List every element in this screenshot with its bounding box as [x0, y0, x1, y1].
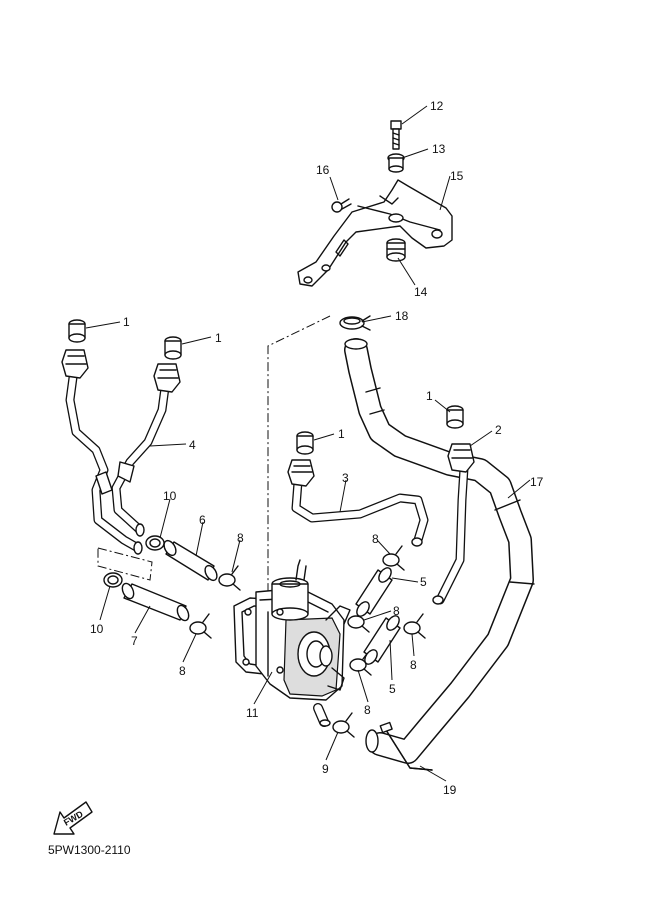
- pipe-fitting-mid: [153, 363, 181, 393]
- callout-11: 11: [246, 706, 259, 720]
- part-2-pipe: [432, 443, 475, 605]
- callout-leaders: [85, 105, 531, 782]
- part-7-hose: [121, 582, 190, 622]
- diagram-code: 5PW1300-2110: [48, 843, 131, 857]
- callout-17: 17: [530, 475, 544, 489]
- part-10-clamp-lower: [103, 572, 123, 588]
- callout-10-b: 10: [90, 622, 104, 636]
- callout-2: 2: [495, 423, 502, 437]
- callout-9: 9: [322, 762, 329, 776]
- part-13-washer: [387, 153, 405, 173]
- part-14-grommet: [386, 238, 406, 262]
- part-6-hose: [163, 539, 218, 582]
- callout-8-f: 8: [364, 703, 371, 717]
- assembly-reference-lines: [97, 315, 331, 620]
- callout-4: 4: [189, 438, 196, 452]
- part-9-clip: [332, 712, 355, 738]
- pipe-fitting-left: [61, 349, 89, 379]
- part-12-bolt: [390, 120, 402, 150]
- callout-labels: 12 13 16 15 14 18 1 1 1 1 2 4 3 17 10 6 …: [90, 99, 544, 797]
- part-5-hose-lower: [363, 615, 401, 665]
- callout-8-c: 8: [393, 604, 400, 618]
- part-11-air-cut-valve: [233, 559, 351, 727]
- callout-19: 19: [443, 783, 457, 797]
- callout-18: 18: [395, 309, 409, 323]
- part-15-bracket: [297, 179, 453, 287]
- part-18-clip: [339, 315, 371, 331]
- callout-5-b: 5: [389, 682, 396, 696]
- callout-7: 7: [131, 634, 138, 648]
- part-16-screw: [331, 198, 352, 213]
- callout-10-a: 10: [163, 489, 177, 503]
- part-8-clip-b: [382, 545, 405, 571]
- part-1-cap-b: [164, 336, 182, 360]
- callout-13: 13: [432, 142, 446, 156]
- part-1-cap-a: [68, 319, 86, 343]
- callout-8-e: 8: [410, 658, 417, 672]
- callout-14: 14: [414, 285, 428, 299]
- part-1-cap-c: [296, 431, 314, 455]
- part-19-bracket: [379, 721, 433, 771]
- callout-8-b: 8: [372, 532, 379, 546]
- callout-1-b: 1: [215, 331, 222, 345]
- callout-5-a: 5: [420, 575, 427, 589]
- callout-8-d: 8: [179, 664, 186, 678]
- callout-16: 16: [316, 163, 330, 177]
- part-8-clip-a: [218, 565, 241, 591]
- part-10-clamp-upper: [145, 535, 165, 551]
- callout-8-a: 8: [237, 531, 244, 545]
- callout-1-d: 1: [426, 389, 433, 403]
- callout-3: 3: [342, 471, 349, 485]
- callout-1-a: 1: [123, 315, 130, 329]
- part-4-pipe-assembly: [65, 365, 171, 555]
- part-8-clip-d: [189, 613, 212, 639]
- forward-arrow-icon: FWD: [53, 801, 93, 835]
- part-17-hose: [344, 338, 535, 764]
- callout-15: 15: [450, 169, 464, 183]
- part-8-clip-e: [403, 613, 426, 639]
- callout-6: 6: [199, 513, 206, 527]
- part-1-cap-d: [446, 405, 464, 429]
- callout-1-c: 1: [338, 427, 345, 441]
- callout-12: 12: [430, 99, 444, 113]
- part-5-hose-upper: [355, 567, 393, 617]
- part-3-pipe: [287, 459, 429, 547]
